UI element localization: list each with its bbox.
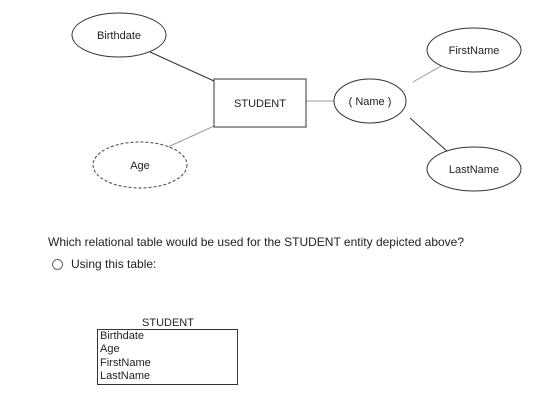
table-row: Age <box>100 343 120 356</box>
lastname-label: LastName <box>449 164 499 176</box>
option-label: Using this table: <box>71 257 157 271</box>
age-connector <box>167 125 215 148</box>
student-entity: STUDENT <box>213 78 307 128</box>
lastname-attribute: LastName <box>426 146 522 192</box>
firstname-attribute: FirstName <box>426 27 522 73</box>
age-attribute: Age <box>92 141 188 189</box>
name-attribute: ( Name ) <box>333 78 407 124</box>
birthdate-attribute: Birthdate <box>71 12 167 58</box>
table-row: Birthdate <box>100 330 145 342</box>
radio-button[interactable] <box>52 258 63 270</box>
name-label: ( Name ) <box>349 96 392 108</box>
er-diagram: Birthdate Age STUDENT ( Name ) FirstName… <box>71 12 522 192</box>
relational-table: Birthdate Age FirstName LastName <box>97 329 238 385</box>
age-label: Age <box>130 160 150 172</box>
answer-option[interactable]: Using this table: <box>52 257 156 271</box>
lastname-connector <box>409 117 449 153</box>
entity-label: STUDENT <box>234 98 286 110</box>
table-row: LastName <box>100 370 151 383</box>
birthdate-label: Birthdate <box>97 30 141 42</box>
firstname-label: FirstName <box>449 45 500 57</box>
table-row: FirstName <box>100 356 151 369</box>
question-text: Which relational table would be used for… <box>48 235 465 249</box>
table-title: STUDENT <box>142 317 194 329</box>
birthdate-connector <box>149 51 215 82</box>
